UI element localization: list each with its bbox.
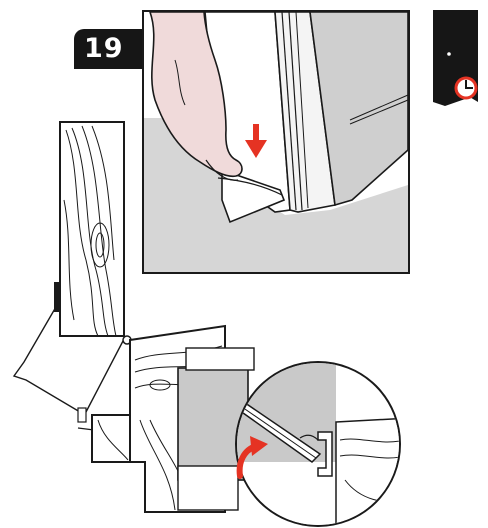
magnifier-detail [235,361,401,527]
down-arrow-icon [245,124,267,158]
curved-up-arrow-icon [236,436,268,479]
cross-section [12,121,255,513]
door-bottom-corner-icon [432,10,480,106]
detail-panel [142,10,410,274]
step-number: 19 [84,33,124,64]
